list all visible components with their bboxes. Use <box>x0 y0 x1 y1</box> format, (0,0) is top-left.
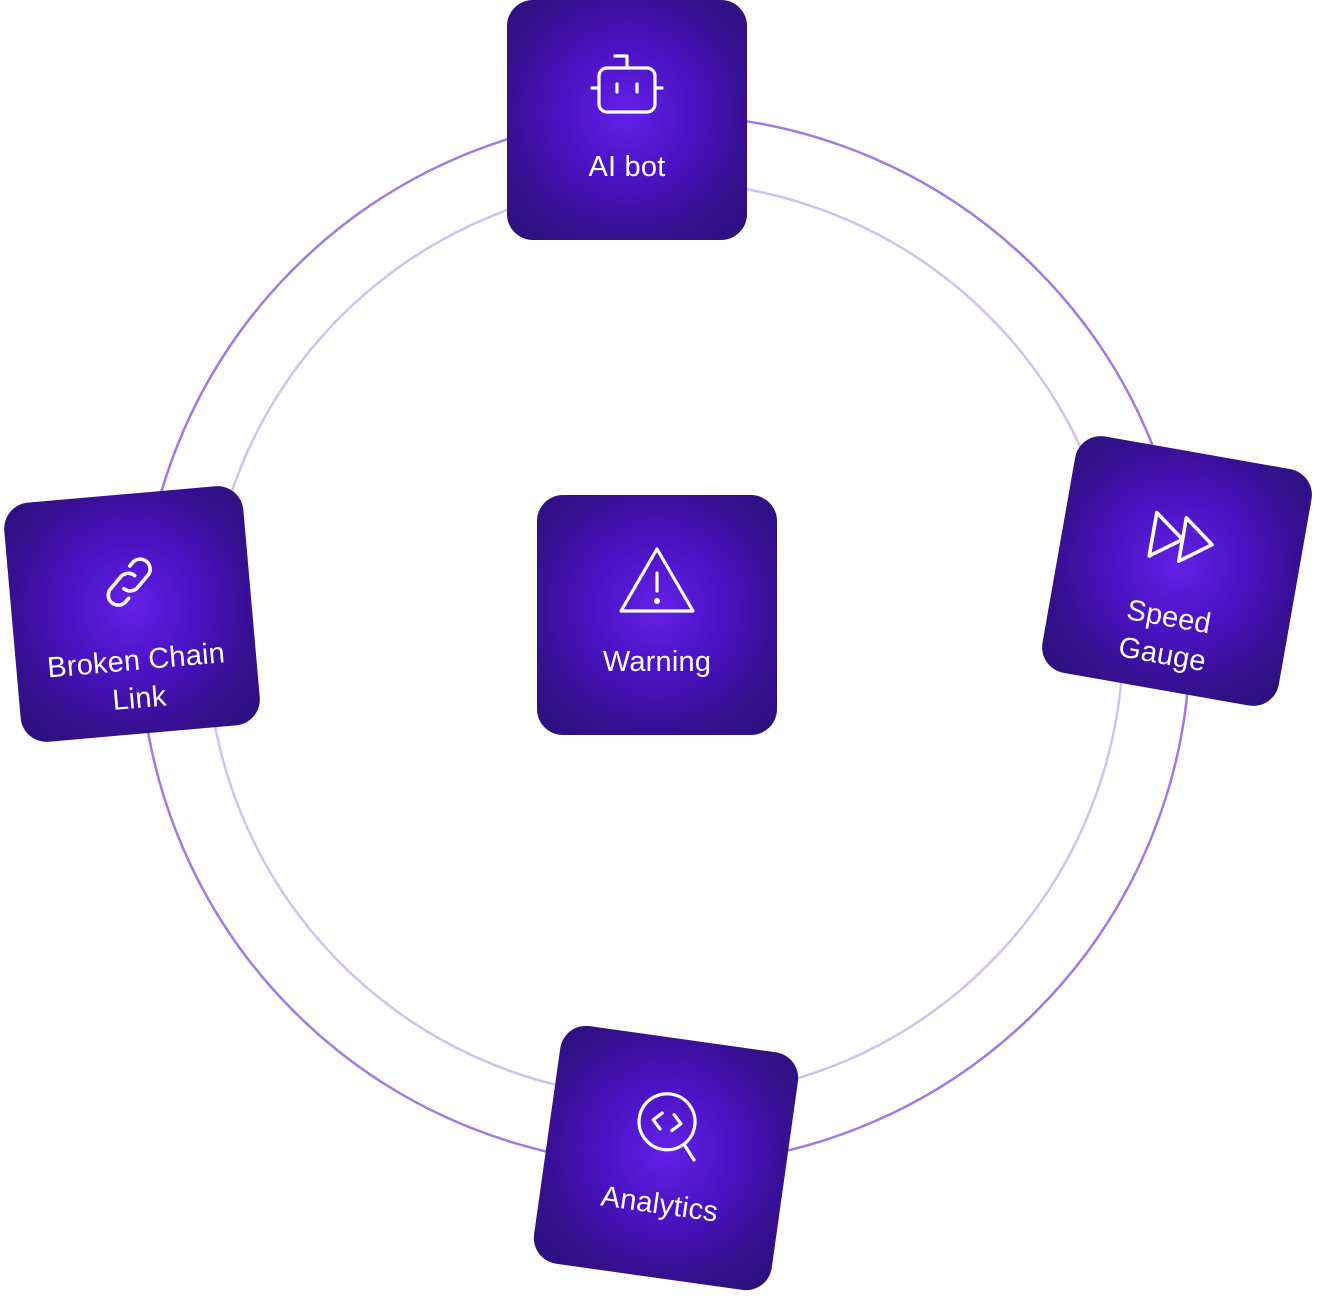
fast-forward-icon <box>1132 489 1234 591</box>
node-analytics[interactable]: Analytics <box>530 1022 802 1294</box>
node-analytics-label: Analytics <box>598 1180 721 1229</box>
node-speed-gauge[interactable]: Speed Gauge <box>1037 431 1317 711</box>
robot-icon <box>583 44 671 132</box>
warning-triangle-icon <box>613 539 701 627</box>
code-search-icon <box>621 1077 720 1176</box>
node-speed-gauge-label: Speed Gauge <box>1116 594 1214 679</box>
chain-link-icon <box>82 534 177 629</box>
node-warning-label: Warning <box>602 646 712 678</box>
node-warning[interactable]: Warning <box>537 495 777 735</box>
node-ai-bot-label: AI bot <box>588 151 666 183</box>
node-broken-chain-link[interactable]: Broken Chain Link <box>1 483 263 745</box>
node-broken-chain-link-label: Broken Chain Link <box>45 637 227 717</box>
node-ai-bot[interactable]: AI bot <box>507 0 747 240</box>
